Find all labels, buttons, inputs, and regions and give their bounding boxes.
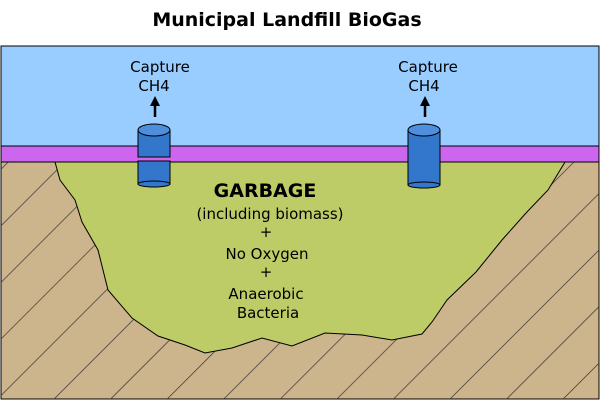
- up-arrow-icon: [150, 96, 160, 117]
- up-arrow-icon: [420, 96, 430, 117]
- pipe-1-capture-label: Capture: [130, 58, 190, 76]
- garbage-line-no-oxygen: No Oxygen: [226, 245, 309, 263]
- pipe-1-gas-label: CH4: [138, 77, 169, 95]
- gas-pipe-1: [137, 123, 171, 188]
- cover-liner: [0, 145, 600, 163]
- garbage-plus-2: +: [260, 263, 273, 281]
- gas-pipe-2: [407, 123, 441, 189]
- diagram-title: Municipal Landfill BioGas: [152, 9, 421, 31]
- pipe-2-capture-label: Capture: [398, 58, 458, 76]
- air-layer: [0, 45, 600, 147]
- garbage-line-bacteria: Bacteria: [237, 304, 299, 322]
- garbage-plus-1: +: [260, 223, 273, 241]
- garbage-line-anaerobic: Anaerobic: [228, 285, 303, 303]
- garbage-line-biomass: (including biomass): [196, 205, 343, 223]
- garbage-heading: GARBAGE: [214, 180, 317, 202]
- pipe-2-gas-label: CH4: [408, 77, 439, 95]
- garbage-pit: [54, 161, 566, 354]
